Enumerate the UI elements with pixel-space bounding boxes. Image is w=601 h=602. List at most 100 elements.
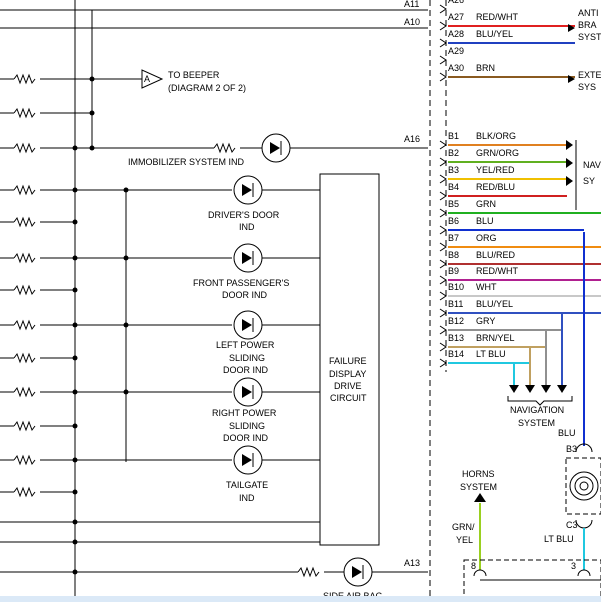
terminal-a13: A13: [404, 558, 420, 568]
antilock-label-1: ANTI: [578, 8, 599, 18]
driver-door-led-icon: [233, 175, 263, 205]
pin-label-a27: A27: [448, 12, 464, 22]
left-sliding-label-1: LEFT POWER: [216, 340, 275, 350]
antilock-label-2: BRA: [578, 20, 597, 30]
pin-label-a30: A30: [448, 63, 464, 73]
terminal-a16: A16: [404, 134, 420, 144]
wire-label-b11: BLU/YEL: [476, 299, 513, 309]
pin-label-b2: B2: [448, 148, 459, 158]
pin-tick-a29: [439, 55, 447, 65]
navigation-system-label-1: NAVIGATION: [510, 405, 564, 415]
pin-tick-b6: [439, 225, 447, 235]
pin-tick-b4: [439, 191, 447, 201]
driver-door-label-1: DRIVER'S DOOR: [208, 210, 280, 220]
right-sliding-label-3: DOOR IND: [223, 433, 269, 443]
immobilizer-led-icon: [261, 133, 291, 163]
wire-label-b9: RED/WHT: [476, 266, 518, 276]
pin-label-b14: B14: [448, 349, 464, 359]
horns-arrow-icon: [474, 493, 486, 502]
navi-label-1: NAV: [583, 160, 601, 170]
wire-label-b4: RED/BLU: [476, 182, 515, 192]
grn-yel-label-1: GRN/: [452, 522, 475, 532]
pin-tick-b10: [439, 291, 447, 301]
pin-tick-a27: [439, 21, 447, 31]
grn-yel-label-2: YEL: [456, 535, 473, 545]
pin-tick-b14: [439, 358, 447, 368]
left-sliding-door-led-icon: [233, 310, 263, 340]
pin-label-b12: B12: [448, 316, 464, 326]
pin-tick-b13: [439, 342, 447, 352]
right-sliding-label-2: SLIDING: [229, 421, 265, 431]
tailgate-label-2: IND: [239, 493, 255, 503]
pin-label-a29: A29: [448, 46, 464, 56]
wire-label-b6: BLU: [476, 216, 494, 226]
pin-tick-a30: [439, 72, 447, 82]
lt-blu-label: LT BLU: [544, 534, 574, 544]
horn-component-box: [565, 457, 601, 515]
pin-label-b4: B4: [448, 182, 459, 192]
right-sliding-label-1: RIGHT POWER: [212, 408, 277, 418]
horns-system-label-1: HORNS: [462, 469, 495, 479]
blu-label: BLU: [558, 428, 576, 438]
pin-tick-b9: [439, 275, 447, 285]
pin-label-b6: B6: [448, 216, 459, 226]
driver-door-label-2: IND: [239, 222, 255, 232]
wire-label-b3: YEL/RED: [476, 165, 515, 175]
wire-label-b1: BLK/ORG: [476, 131, 516, 141]
pin-tick-b12: [439, 325, 447, 335]
pin-label-b13: B13: [448, 333, 464, 343]
antilock-label-3: SYST: [578, 32, 601, 42]
indicator-rows: [0, 184, 320, 545]
failure-box-line-3: DRIVE: [334, 381, 362, 391]
terminal-a11: A11: [404, 0, 419, 9]
pin-tick-b7: [439, 242, 447, 252]
pin-8-label: 8: [471, 561, 476, 571]
pin-label-b3: B3: [448, 165, 459, 175]
navi-label-2: SY: [583, 176, 595, 186]
front-passenger-label-2: DOOR IND: [222, 290, 268, 300]
pin-tick-a28: [439, 38, 447, 48]
horns-system-label-2: SYSTEM: [460, 482, 497, 492]
navigation-system-arrows: [507, 385, 573, 406]
terminal-a10: A10: [404, 17, 420, 27]
pin-tick-b3: [439, 174, 447, 184]
pin-tick-b5: [439, 208, 447, 218]
wire-label-b2: GRN/ORG: [476, 148, 519, 158]
beeper-connector-label: A: [144, 74, 150, 84]
pin-label-b1: B1: [448, 131, 459, 141]
navigation-system-label-2: SYSTEM: [518, 418, 555, 428]
pin-label-b10: B10: [448, 282, 464, 292]
left-sliding-label-2: SLIDING: [229, 353, 265, 363]
pin-label-b7: B7: [448, 233, 459, 243]
b3-label: B3: [566, 444, 577, 454]
pin-label-b5: B5: [448, 199, 459, 209]
exterior-label-1: EXTE: [578, 70, 601, 80]
right-sliding-door-led-icon: [233, 377, 263, 407]
pin-tick-b8: [439, 259, 447, 269]
wire-label-b5: GRN: [476, 199, 496, 209]
wire-label-b10: WHT: [476, 282, 497, 292]
tailgate-label-1: TAILGATE: [226, 480, 268, 490]
immobilizer-label: IMMOBILIZER SYSTEM IND: [128, 157, 245, 167]
left-sliding-label-3: DOOR IND: [223, 365, 269, 375]
pin-label-b8: B8: [448, 250, 459, 260]
bottom-strip: [0, 596, 601, 602]
pin-tick-b2: [439, 157, 447, 167]
tailgate-led-icon: [233, 445, 263, 475]
beeper-text-1: TO BEEPER: [168, 70, 220, 80]
wire-label-b12: GRY: [476, 316, 495, 326]
exterior-label-2: SYS: [578, 82, 596, 92]
wire-label-b8: BLU/RED: [476, 250, 516, 260]
wire-label-b14: LT BLU: [476, 349, 506, 359]
pin-label-a28: A28: [448, 29, 464, 39]
side-airbag-led-icon: [343, 557, 373, 587]
failure-display-box: [319, 173, 380, 546]
pin-tick-b1: [439, 140, 447, 150]
wire-label-a27: RED/WHT: [476, 12, 518, 22]
wire-label-a30: BRN: [476, 63, 495, 73]
beeper-connector: [141, 69, 164, 89]
pin-3-label: 3: [571, 561, 576, 571]
pin-tick-a26: [439, 4, 447, 14]
